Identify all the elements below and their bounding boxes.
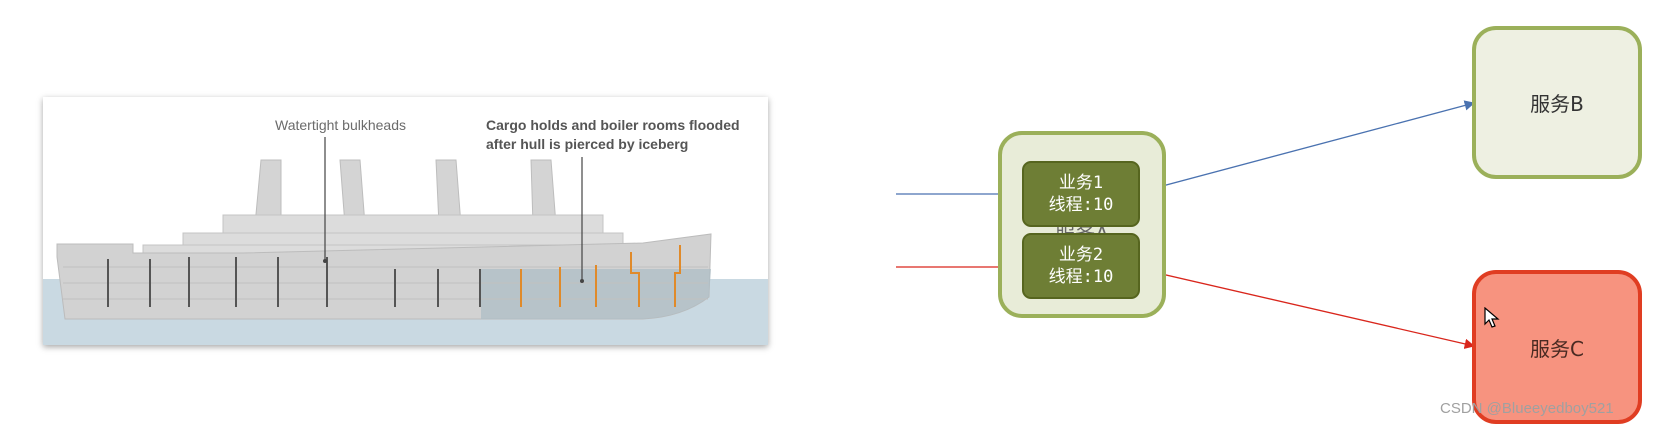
ship-drawing	[43, 137, 768, 345]
service-c-box[interactable]: 服务C	[1472, 270, 1642, 424]
ship-bulkhead-illustration: Watertight bulkheads Cargo holds and boi…	[43, 97, 768, 345]
bulkheads	[107, 257, 481, 307]
flooded-label-line1: Cargo holds and boiler rooms flooded	[486, 117, 740, 133]
business-1-box[interactable]: 业务1 线程:10	[1022, 161, 1140, 227]
flooded-label: Cargo holds and boiler rooms flooded aft…	[486, 116, 740, 154]
service-c-label: 服务C	[1530, 336, 1584, 361]
service-b-label: 服务B	[1530, 92, 1584, 116]
arrow-business-1-to-service-b	[1139, 100, 1476, 193]
flooded-label-line2: after hull is pierced by iceberg	[486, 136, 689, 152]
flooded-bulkheads	[520, 245, 681, 307]
arrow-business-2-to-service-c	[1139, 268, 1476, 349]
service-b-box[interactable]: 服务B	[1472, 26, 1642, 179]
bulkheads-label: Watertight bulkheads	[275, 117, 406, 133]
arrow-cursor-icon	[1484, 307, 1500, 328]
business-2-title: 业务2	[1058, 245, 1104, 265]
business-1-title: 业务1	[1058, 173, 1104, 193]
business-2-threads: 线程:10	[1048, 267, 1114, 287]
watermark: CSDN @Blueeyedboy521	[1440, 400, 1614, 417]
business-2-box[interactable]: 业务2 线程:10	[1022, 233, 1140, 299]
business-1-threads: 线程:10	[1048, 195, 1114, 215]
deck-lines	[63, 266, 708, 300]
